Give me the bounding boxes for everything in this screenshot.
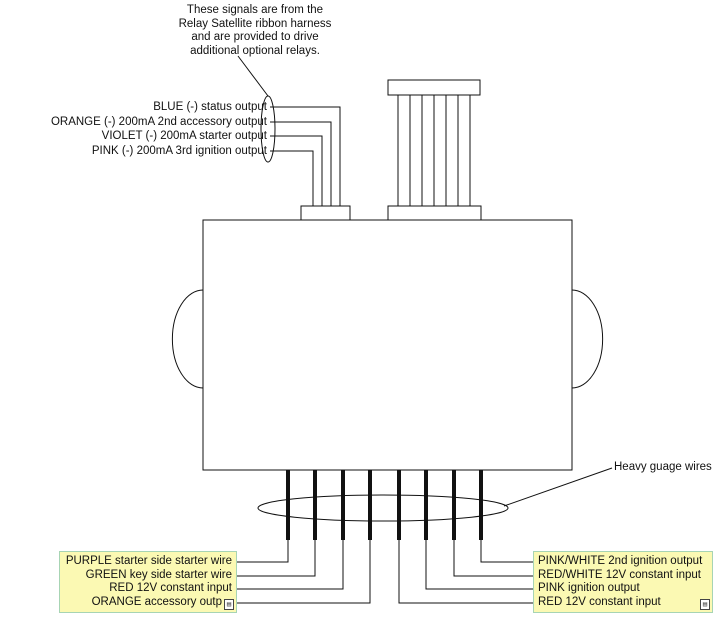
- output-label-blue: BLUE (-) status output: [153, 101, 267, 113]
- bottom-left-wire-box: PURPLE starter side starter wire GREEN k…: [59, 551, 237, 613]
- wire-label-red-white: RED/WHITE 12V constant input: [538, 569, 701, 581]
- wire-label-red: RED 12V constant input: [109, 582, 232, 594]
- signals-note: These signals are from the Relay Satelli…: [160, 4, 350, 58]
- wire-label-pink-white: PINK/WHITE 2nd ignition output: [538, 555, 703, 567]
- note-icon[interactable]: ▤: [700, 599, 710, 610]
- heavy-wires-leader: [503, 467, 613, 507]
- wire-label-green: GREEN key side starter wire: [85, 569, 232, 581]
- note-line: These signals are from the: [186, 4, 324, 16]
- note-icon[interactable]: ▤: [224, 599, 234, 610]
- heavy-wires-ellipse: [257, 494, 509, 522]
- output-label-violet: VIOLET (-) 200mA starter output: [101, 130, 267, 142]
- wire-label-red: RED 12V constant input: [538, 596, 661, 608]
- signals-leader: [237, 55, 269, 97]
- unit-right-bulge: [571, 289, 604, 389]
- left-top-connector: [300, 205, 351, 221]
- unit-left-bulge: [171, 289, 204, 389]
- heavy-wires-label: Heavy guage wires: [614, 461, 712, 473]
- wire-label-orange: ORANGE accessory outp: [91, 596, 222, 608]
- right-top-connector: [387, 205, 482, 221]
- wire-label-purple: PURPLE starter side starter wire: [65, 555, 232, 567]
- output-label-orange: ORANGE (-) 200mA 2nd accessory output: [50, 116, 267, 128]
- output-label-pink: PINK (-) 200mA 3rd ignition output: [91, 145, 267, 157]
- ribbon-header: [387, 79, 481, 96]
- bottom-right-wire-box: PINK/WHITE 2nd ignition output RED/WHITE…: [533, 551, 713, 613]
- note-line: and are provided to drive: [191, 31, 319, 43]
- unit-body: [202, 219, 573, 471]
- note-line: Relay Satellite ribbon harness: [178, 17, 332, 30]
- wire-label-pink: PINK ignition output: [538, 582, 640, 594]
- note-line: additional optional relays.: [190, 44, 320, 57]
